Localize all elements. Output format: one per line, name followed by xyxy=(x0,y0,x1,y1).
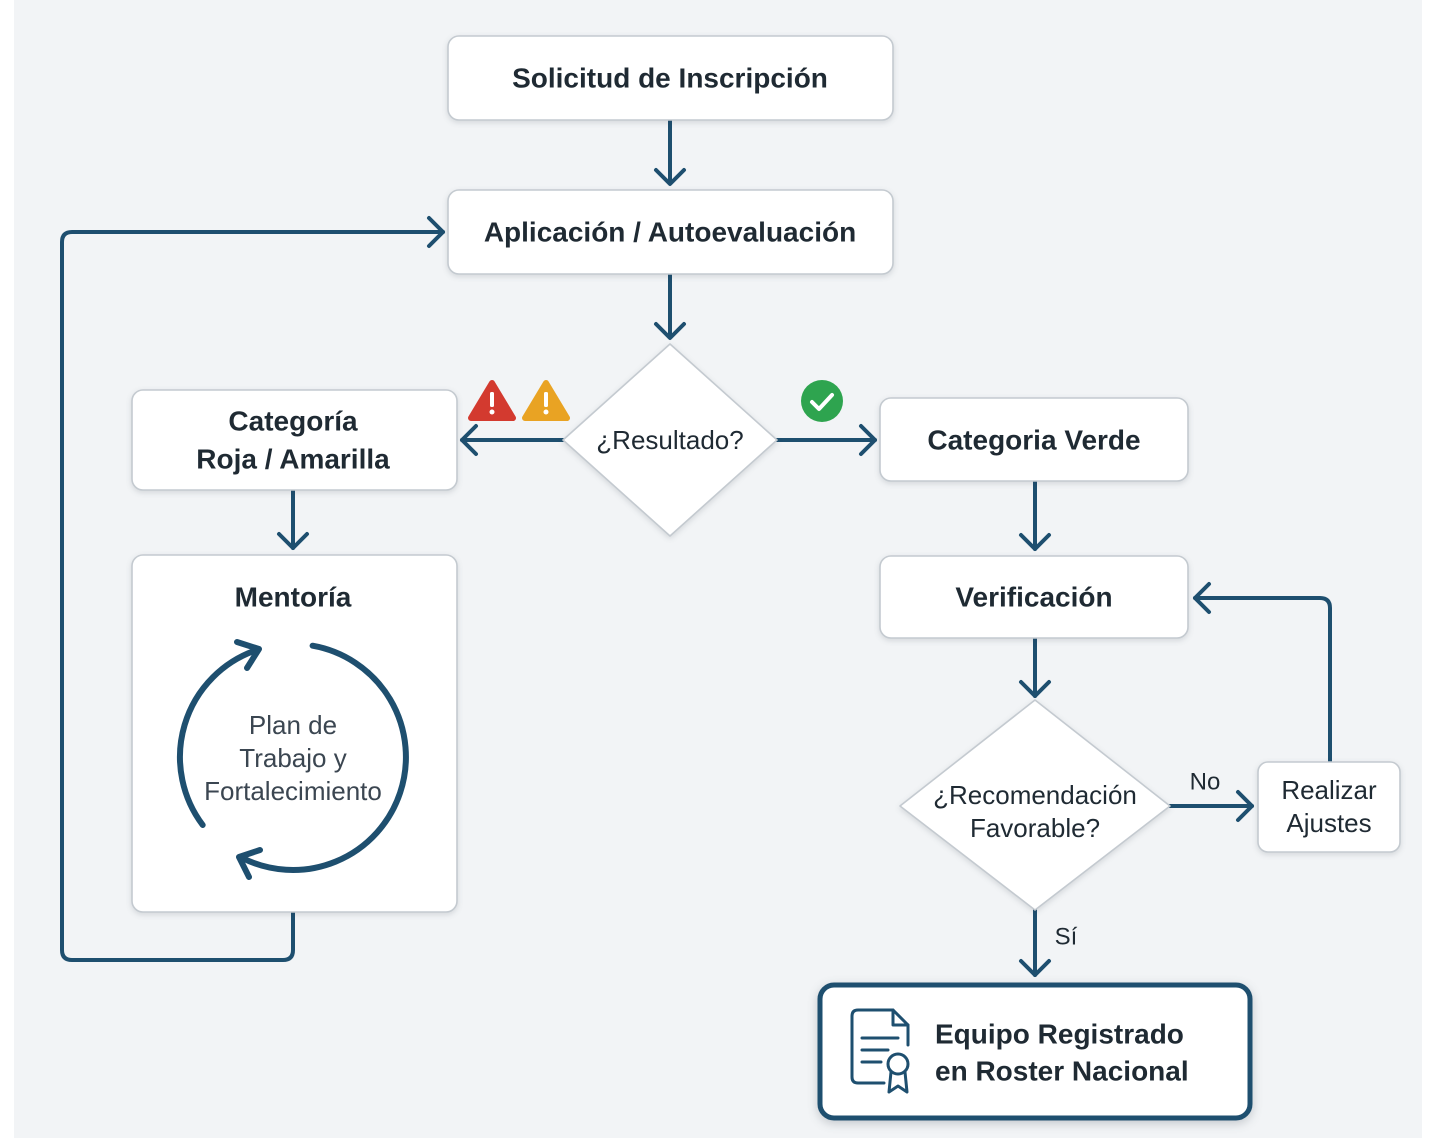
edge-mentoria-aplicacion-loop xyxy=(60,216,445,962)
node-roja-amarilla: Categoría Roja / Amarilla xyxy=(131,389,458,491)
edge-solicitud-aplicacion xyxy=(654,118,686,186)
edge-verificacion-recomendacion xyxy=(1019,636,1051,698)
node-verde-label: Categoria Verde xyxy=(927,425,1140,456)
edge-recomendacion-equipo xyxy=(1019,908,1051,977)
edge-resultado-roja xyxy=(460,424,565,456)
node-ajustes: Realizar Ajustes xyxy=(1257,761,1401,853)
cycle-text-line1: Plan de xyxy=(249,710,337,740)
node-equipo-registrado: Equipo Registrado en Roster Nacional xyxy=(817,982,1253,1121)
node-roja-amarilla-line1: Categoría xyxy=(228,406,358,437)
node-ajustes-line1: Realizar xyxy=(1281,775,1377,805)
certificate-icon xyxy=(850,1008,910,1094)
edge-aplicacion-resultado xyxy=(654,271,686,340)
node-solicitud-label: Solicitud de Inscripción xyxy=(512,63,828,94)
node-aplicacion-label: Aplicación / Autoevaluación xyxy=(484,217,856,248)
decision-resultado-label: ¿Resultado? xyxy=(596,425,743,455)
node-ajustes-line2: Ajustes xyxy=(1286,808,1371,838)
decision-recomendacion-line2: Favorable? xyxy=(970,813,1100,843)
cycle-arrows-icon xyxy=(176,639,409,880)
node-solicitud: Solicitud de Inscripción xyxy=(447,35,894,121)
node-roja-amarilla-line2: Roja / Amarilla xyxy=(196,444,390,475)
decision-recomendacion-line1: ¿Recomendación xyxy=(933,780,1137,810)
edge-verde-verificacion xyxy=(1019,479,1051,551)
cycle-text-line3: Fortalecimiento xyxy=(204,776,382,806)
edge-label-si: Sí xyxy=(1055,924,1078,951)
node-verde: Categoria Verde xyxy=(879,397,1189,482)
edges xyxy=(60,118,1332,977)
edge-recomendacion-ajustes xyxy=(1168,790,1254,822)
warning-orange-icon xyxy=(522,380,570,421)
node-equipo-line1: Equipo Registrado xyxy=(935,1019,1184,1050)
cycle-text-line2: Trabajo y xyxy=(239,743,346,773)
node-mentoria-title: Mentoría xyxy=(235,582,352,613)
node-aplicacion: Aplicación / Autoevaluación xyxy=(447,189,894,275)
warning-red-icon xyxy=(468,380,516,421)
node-verificacion: Verificación xyxy=(879,555,1189,639)
node-equipo-line2: en Roster Nacional xyxy=(935,1056,1189,1087)
edge-label-no: No xyxy=(1190,769,1221,796)
edge-resultado-verde xyxy=(775,424,877,456)
decision-resultado: ¿Resultado? xyxy=(562,343,778,537)
edge-ajustes-verificacion-loop xyxy=(1193,582,1332,764)
edge-roja-mentoria xyxy=(277,488,309,550)
node-verificacion-label: Verificación xyxy=(955,582,1112,613)
node-mentoria: Mentoría Plan de Trabajo y Fortalecimien… xyxy=(131,554,458,913)
check-circle-icon xyxy=(801,380,843,422)
decision-recomendacion: ¿Recomendación Favorable? xyxy=(899,699,1171,911)
